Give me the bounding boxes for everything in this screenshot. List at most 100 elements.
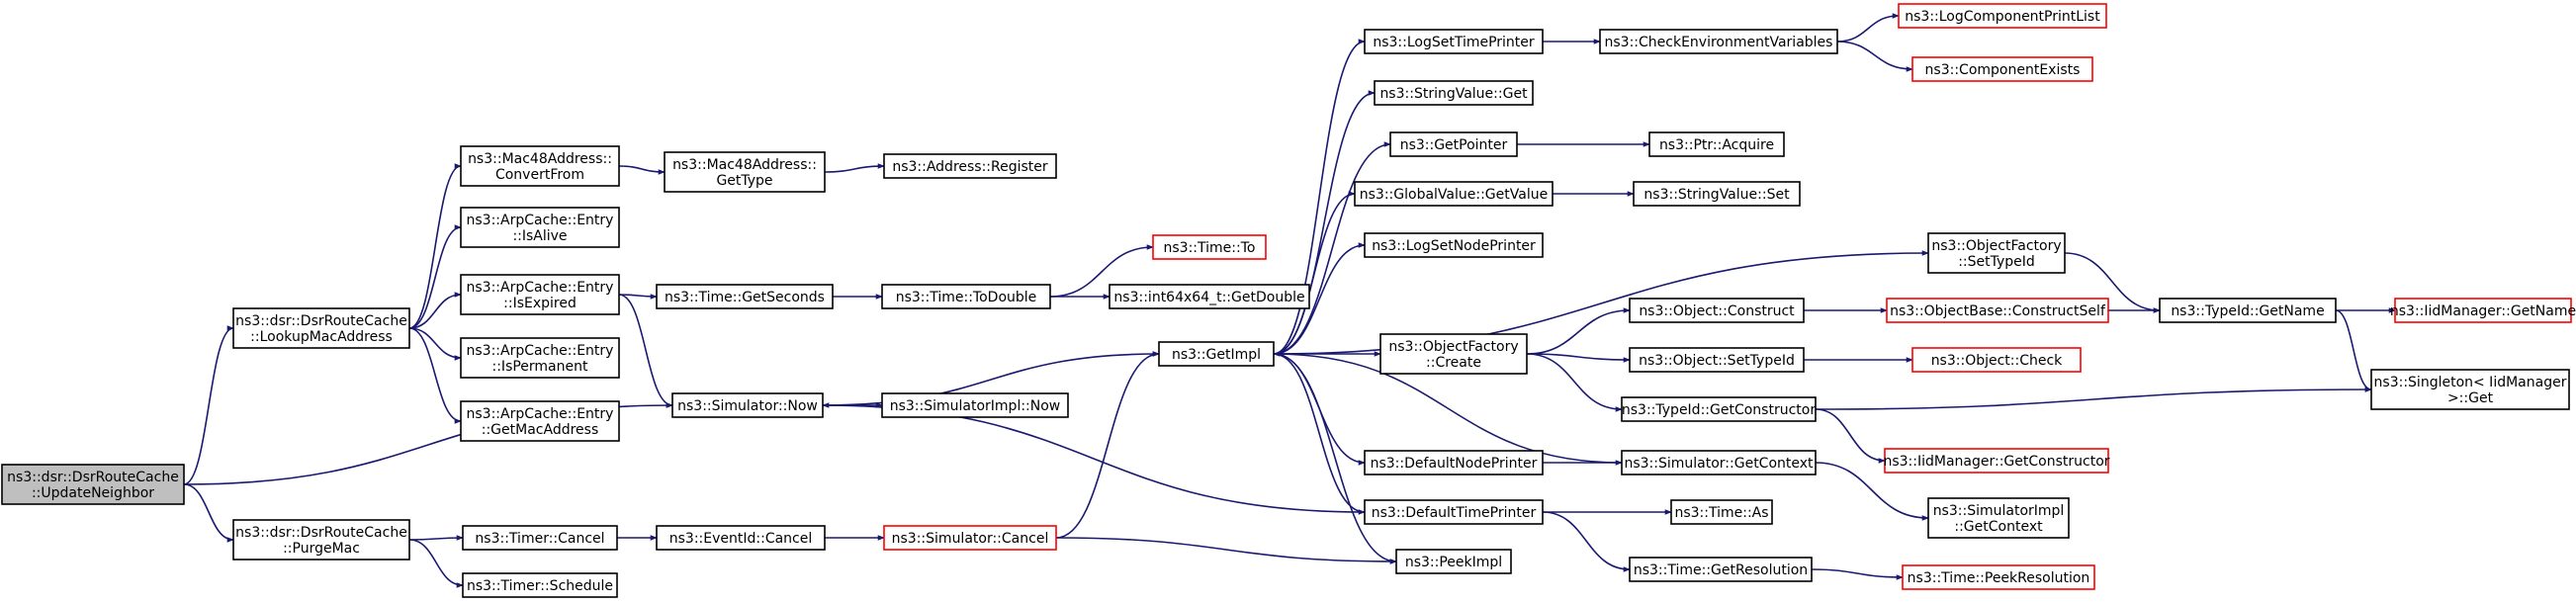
node-simulatorimpl-get-context[interactable]: ns3::SimulatorImpl::GetContext (1927, 497, 2070, 539)
node-arpcache-is-permanent[interactable]: ns3::ArpCache::Entry::IsPermanent (460, 337, 620, 379)
node-box (232, 307, 410, 349)
node-box (2370, 369, 2570, 410)
node-arpcache-is-expired[interactable]: ns3::ArpCache::Entry::IsExpired (460, 274, 620, 315)
node-time-to-double[interactable]: ns3::Time::ToDouble (881, 284, 1051, 309)
node-box (881, 392, 1069, 418)
edge-lookup-mac-address-to-arpcache-is-alive (408, 224, 462, 329)
node-box (1648, 131, 1785, 157)
node-box (1629, 347, 1805, 373)
node-iidmanager-get-name[interactable]: ns3::IidManager::GetName (2390, 298, 2576, 323)
node-string-value-set[interactable]: ns3::StringValue::Set (1633, 181, 1801, 207)
node-time-peek-resolution[interactable]: ns3::Time::PeekResolution (1902, 564, 2095, 590)
edge-simulator-get-context-to-get-impl (1273, 351, 1623, 464)
edge-lookup-mac-address-to-arpcache-get-mac-address (408, 327, 462, 424)
node-label: ns3::Timer::Cancel (475, 531, 604, 547)
node-box (1599, 29, 1838, 54)
node-time-get-seconds[interactable]: ns3::Time::GetSeconds (656, 284, 834, 309)
node-object-set-type-id[interactable]: ns3::Object::SetTypeId (1629, 347, 1805, 373)
node-label: ns3::Time::As (1674, 505, 1768, 521)
edge-get-impl-to-peek-impl (1273, 353, 1397, 564)
node-iidmanager-get-constructor[interactable]: ns3::IidManager::GetConstructor (1883, 448, 2110, 474)
node-purge-mac[interactable]: ns3::dsr::DsrRouteCache::PurgeMac (232, 519, 410, 561)
node-label: ns3::DefaultTimePrinter (1372, 505, 1537, 521)
node-label: ns3::SimulatorImpl (1933, 503, 2065, 519)
node-box (1670, 499, 1773, 525)
node-check-environment-variables[interactable]: ns3::CheckEnvironmentVariables (1599, 29, 1838, 54)
node-arpcache-is-alive[interactable]: ns3::ArpCache::Entry::IsAlive (460, 207, 620, 248)
node-timer-schedule[interactable]: ns3::Timer::Schedule (462, 572, 618, 598)
node-default-node-printer[interactable]: ns3::DefaultNodePrinter (1364, 450, 1544, 475)
node-string-value-get[interactable]: ns3::StringValue::Get (1374, 80, 1534, 106)
node-label: ns3::ObjectFactory (1931, 238, 2061, 254)
node-typeid-get-name[interactable]: ns3::TypeId::GetName (2159, 298, 2337, 323)
node-typeid-get-constructor[interactable]: ns3::TypeId::GetConstructor (1621, 396, 1817, 422)
node-box (664, 151, 826, 193)
node-get-pointer[interactable]: ns3::GetPointer (1389, 131, 1518, 157)
node-log-component-print-list[interactable]: ns3::LogComponentPrintList (1898, 3, 2107, 29)
node-object-check[interactable]: ns3::Object::Check (1911, 347, 2082, 373)
node-timer-cancel[interactable]: ns3::Timer::Cancel (462, 525, 618, 551)
node-eventid-cancel[interactable]: ns3::EventId::Cancel (656, 525, 826, 551)
node-label: ns3::Time::GetSeconds (665, 290, 825, 305)
node-simulator-now[interactable]: ns3::Simulator::Now (671, 392, 824, 418)
node-address-register[interactable]: ns3::Address::Register (883, 153, 1057, 179)
node-box (1886, 298, 2109, 323)
node-box (460, 400, 620, 442)
node-singleton-get[interactable]: ns3::Singleton< IidManager>::Get (2370, 369, 2570, 410)
node-label: ns3::Object::Construct (1639, 303, 1795, 319)
node-component-exists[interactable]: ns3::ComponentExists (1911, 56, 2093, 82)
node-simulatorimpl-now[interactable]: ns3::SimulatorImpl::Now (881, 392, 1069, 418)
node-mac48-get-type[interactable]: ns3::Mac48Address::GetType (664, 151, 826, 193)
edge-time-to-double-to-time-to (1049, 244, 1154, 298)
node-label: >::Get (2447, 390, 2494, 406)
node-object-factory-set-type-id[interactable]: ns3::ObjectFactory::SetTypeId (1927, 232, 2066, 274)
node-update-neighbor[interactable]: ns3::dsr::DsrRouteCache::UpdateNeighbor (1, 464, 185, 505)
node-label: ns3::ArpCache::Entry (467, 213, 614, 228)
node-label: ns3::GetPointer (1400, 137, 1508, 153)
edge-check-environment-variables-to-log-component-print-list (1836, 13, 1900, 43)
node-simulator-cancel[interactable]: ns3::Simulator::Cancel (883, 525, 1057, 551)
node-global-value-get-value[interactable]: ns3::GlobalValue::GetValue (1354, 181, 1554, 207)
node-box (1364, 29, 1544, 54)
node-ptr-acquire[interactable]: ns3::Ptr::Acquire (1648, 131, 1785, 157)
edge-default-time-printer-to-simulator-now (822, 402, 1366, 513)
node-mac48-convert-from[interactable]: ns3::Mac48Address::ConvertFrom (460, 145, 620, 187)
node-time-as[interactable]: ns3::Time::As (1670, 499, 1773, 525)
node-log-set-time-printer[interactable]: ns3::LogSetTimePrinter (1364, 29, 1544, 54)
node-box (1364, 499, 1544, 525)
node-get-impl[interactable]: ns3::GetImpl (1158, 341, 1275, 367)
node-simulator-get-context[interactable]: ns3::Simulator::GetContext (1621, 450, 1817, 475)
node-box (460, 207, 620, 248)
node-label: ns3::EventId::Cancel (669, 531, 813, 547)
node-box (1, 464, 185, 505)
node-box (1902, 564, 2095, 590)
node-box (1898, 3, 2107, 29)
node-time-get-resolution[interactable]: ns3::Time::GetResolution (1629, 557, 1813, 582)
node-box (2159, 298, 2337, 323)
node-time-to[interactable]: ns3::Time::To (1152, 234, 1267, 260)
node-int64x64-get-double[interactable]: ns3::int64x64_t::GetDouble (1109, 284, 1310, 309)
node-box (1621, 396, 1817, 422)
edge-get-impl-to-default-time-printer (1273, 353, 1366, 515)
node-label: ns3::GlobalValue::GetValue (1360, 187, 1548, 203)
edge-default-time-printer-to-time-get-resolution (1542, 511, 1631, 572)
node-label: ns3::Time::GetResolution (1634, 562, 1808, 578)
node-label: ns3::CheckEnvironmentVariables (1605, 35, 1833, 50)
node-box (656, 284, 834, 309)
edge-simulator-cancel-to-peek-impl (1055, 537, 1397, 564)
node-layer: ns3::dsr::DsrRouteCache::UpdateNeighborn… (1, 3, 2576, 598)
node-box (462, 572, 618, 598)
edge-lookup-mac-address-to-arpcache-is-permanent (408, 327, 462, 361)
node-objectbase-construct-self[interactable]: ns3::ObjectBase::ConstructSelf (1886, 298, 2109, 323)
node-label: ns3::SimulatorImpl::Now (890, 398, 1061, 414)
node-object-factory-create[interactable]: ns3::ObjectFactory::Create (1379, 333, 1528, 375)
node-lookup-mac-address[interactable]: ns3::dsr::DsrRouteCache::LookupMacAddres… (232, 307, 410, 349)
edge-update-neighbor-to-lookup-mac-address (183, 325, 234, 485)
edge-typeid-get-constructor-to-iidmanager-get-constructor (1815, 408, 1886, 464)
node-label: ns3::TypeId::GetName (2171, 303, 2324, 319)
node-peek-impl[interactable]: ns3::PeekImpl (1395, 549, 1512, 574)
node-object-construct[interactable]: ns3::Object::Construct (1629, 298, 1805, 323)
node-default-time-printer[interactable]: ns3::DefaultTimePrinter (1364, 499, 1544, 525)
node-log-set-node-printer[interactable]: ns3::LogSetNodePrinter (1364, 232, 1544, 258)
node-arpcache-get-mac-address[interactable]: ns3::ArpCache::Entry::GetMacAddress (460, 400, 620, 442)
